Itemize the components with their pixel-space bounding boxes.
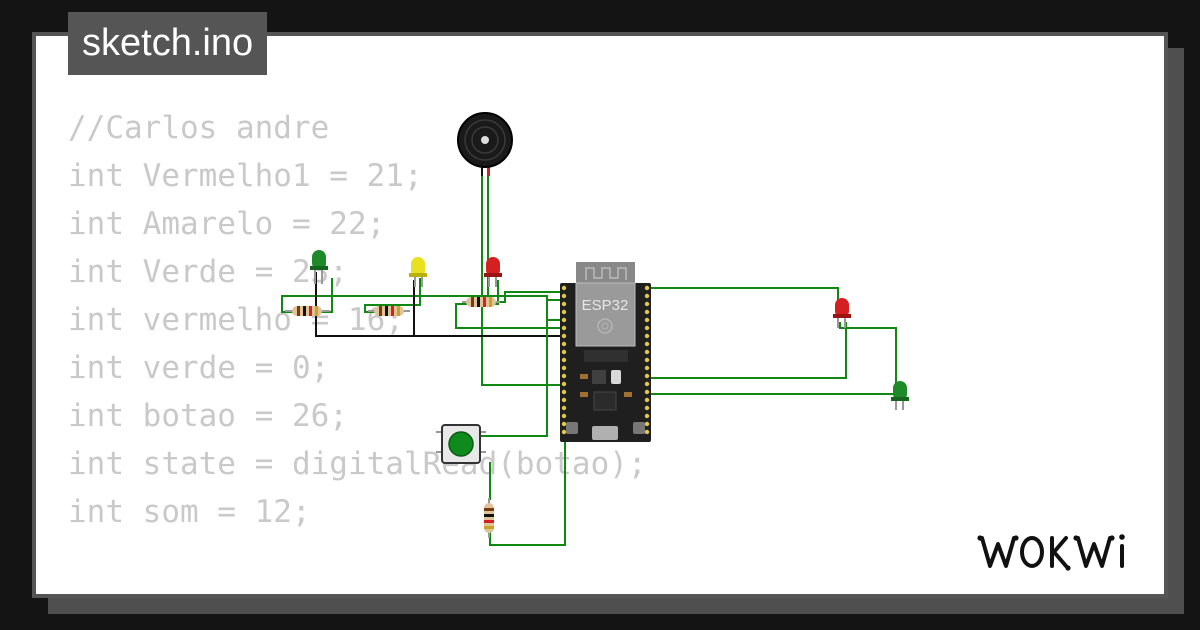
code-line: int Vermelho1 = 21;: [68, 158, 423, 194]
code-line: int verde = 0;: [68, 350, 330, 386]
led-red-right: [833, 298, 851, 328]
filename-tab: sketch.ino: [68, 12, 268, 75]
led-red-top: [484, 257, 502, 287]
wire: [481, 168, 562, 386]
wire: [315, 272, 562, 337]
led-green-right: [891, 381, 909, 410]
esp32-board: ESP32: [560, 262, 651, 442]
code-line: int som = 12;: [68, 494, 311, 530]
wire: [487, 168, 562, 303]
wire: [648, 287, 839, 302]
resistor: [484, 498, 494, 538]
board-label: ESP32: [582, 297, 629, 314]
led-yellow: [409, 257, 427, 287]
code-line: int botao = 26;: [68, 398, 348, 434]
code-line: int Verde = 23;: [68, 254, 348, 290]
wire: [648, 322, 847, 379]
buzzer: [457, 112, 513, 176]
wire: [466, 299, 562, 437]
code-line: int vermelho = 16;: [68, 302, 404, 338]
pushbutton: [436, 424, 486, 464]
resistor: [368, 306, 410, 316]
code-line: int Amarelo = 22;: [68, 206, 386, 242]
code-line: //Carlos andre: [68, 110, 330, 146]
wire: [455, 280, 562, 329]
led-green-left: [310, 250, 328, 284]
resistor: [285, 306, 330, 316]
board-pins-right: [644, 285, 650, 435]
wire: [489, 440, 566, 546]
code-line: void setup() {: [68, 584, 647, 594]
wire: [839, 322, 897, 388]
code-preview: //Carlos andre int Vermelho1 = 21; int Ama…: [68, 104, 647, 594]
wokwi-logo: [977, 534, 1125, 571]
resistor: [462, 297, 500, 307]
board-pins-left: [561, 285, 567, 435]
